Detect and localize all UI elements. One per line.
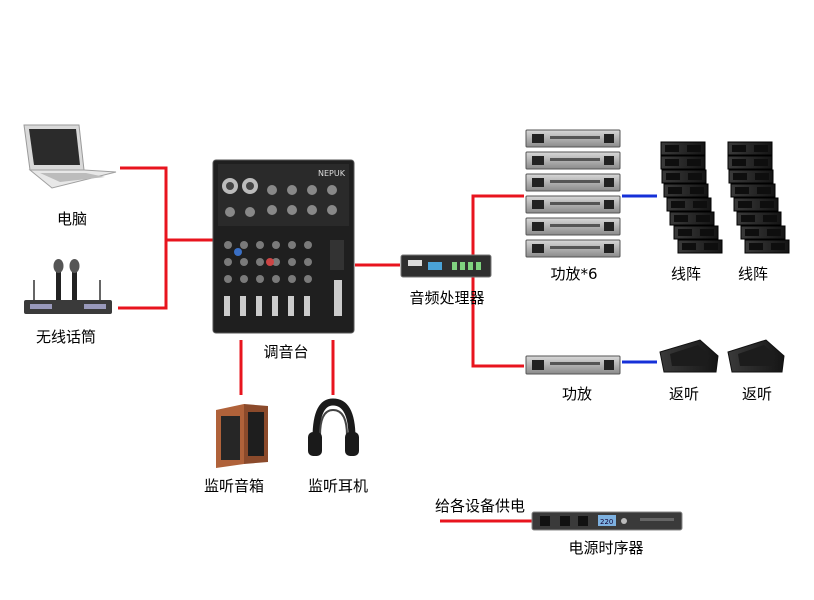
computer-to-mixer-line [120, 166, 213, 242]
monitor-wedge-1-icon [659, 339, 719, 373]
label-amplifier: 功放 [561, 385, 593, 403]
amplifier-stack-icon [525, 129, 621, 258]
label-power-note: 给各设备供电 [434, 497, 526, 515]
line-array-1-icon [660, 141, 723, 254]
label-amplifier-x6: 功放*6 [550, 265, 598, 283]
headphones-icon [308, 398, 359, 456]
label-computer: 电脑 [56, 210, 88, 228]
monitor-speaker-icon [216, 404, 268, 468]
mixer-icon: NEPUK [212, 159, 355, 334]
mic-to-mixer-line [118, 240, 168, 310]
label-line-array-2: 线阵 [737, 265, 769, 283]
processor-to-amp-line [471, 275, 524, 368]
label-line-array-1: 线阵 [670, 265, 702, 283]
amplifier-icon [525, 355, 621, 375]
monitor-wedge-2-icon [727, 339, 785, 373]
label-monitor-wedge-1: 返听 [668, 385, 700, 403]
label-power-sequencer: 电源时序器 [568, 539, 644, 557]
wireless-mic-icon [24, 259, 112, 314]
signal-lines [118, 166, 532, 523]
audio-processor-icon [400, 254, 492, 278]
speaker-links [622, 194, 657, 364]
svg-text:220: 220 [600, 518, 613, 526]
svg-text:NEPUK: NEPUK [318, 169, 346, 178]
label-wireless-mic: 无线话筒 [35, 328, 97, 346]
label-monitor-headphones: 监听耳机 [307, 477, 369, 495]
label-mixer: 调音台 [263, 343, 309, 361]
label-monitor-speaker: 监听音箱 [203, 477, 265, 495]
label-audio-processor: 音频处理器 [409, 289, 485, 307]
laptop-icon [23, 124, 117, 189]
processor-to-amps-line [471, 194, 524, 255]
line-array-2-icon [727, 141, 790, 254]
label-monitor-wedge-2: 返听 [741, 385, 773, 403]
power-sequencer-icon: 220 [531, 511, 683, 531]
